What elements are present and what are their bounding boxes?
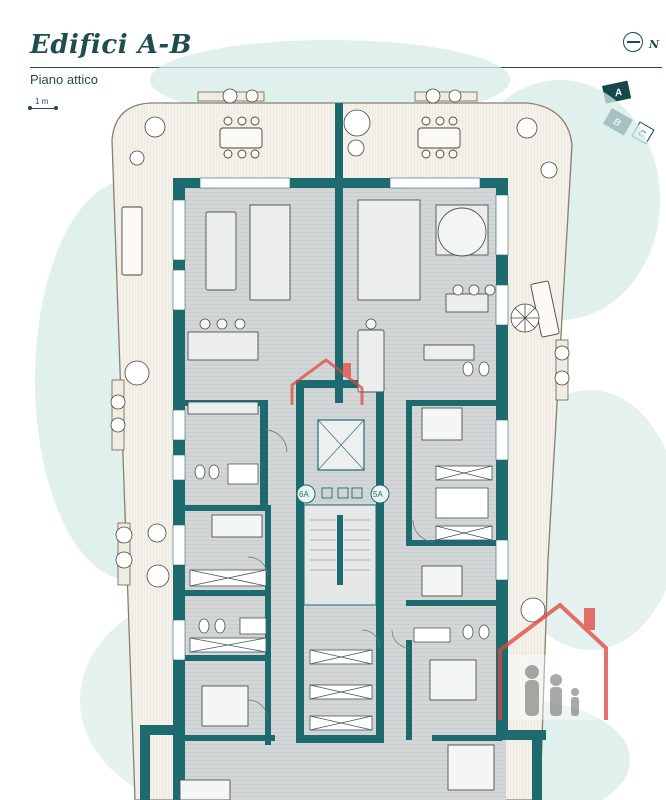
entry-marker-5a: 5A xyxy=(370,484,390,504)
bathroom-fixtures xyxy=(194,361,490,643)
living-furniture xyxy=(187,199,489,415)
north-compass-icon xyxy=(623,32,643,52)
scale-line xyxy=(28,106,58,110)
entry-label-6a: 6A xyxy=(299,490,309,499)
agency-watermark-left xyxy=(290,358,364,405)
key-label-a: A xyxy=(613,87,623,99)
party-wall xyxy=(335,103,343,403)
terrace-dining-right xyxy=(417,116,461,159)
page-title: Edifici A-B xyxy=(30,30,193,60)
door-swings xyxy=(247,429,436,721)
scale-label: 1 m xyxy=(35,97,49,106)
windows xyxy=(172,177,509,661)
plants xyxy=(110,88,570,623)
north-arrow: N xyxy=(623,32,665,54)
stair-core xyxy=(303,419,377,606)
entry-marker-6a: 6A xyxy=(296,484,316,504)
terrace-dining-left xyxy=(219,116,263,159)
parasol xyxy=(510,303,540,333)
interior-walls xyxy=(185,380,502,745)
entry-label-5a: 5A xyxy=(373,490,383,499)
floor-subtitle: Piano attico xyxy=(30,72,98,87)
wardrobes xyxy=(189,465,493,731)
agency-watermark-right xyxy=(498,602,608,720)
beds xyxy=(179,407,495,800)
lounger xyxy=(121,206,560,338)
north-label: N xyxy=(649,38,660,51)
stools xyxy=(199,284,496,330)
scale-bar: 1 m xyxy=(28,97,60,112)
